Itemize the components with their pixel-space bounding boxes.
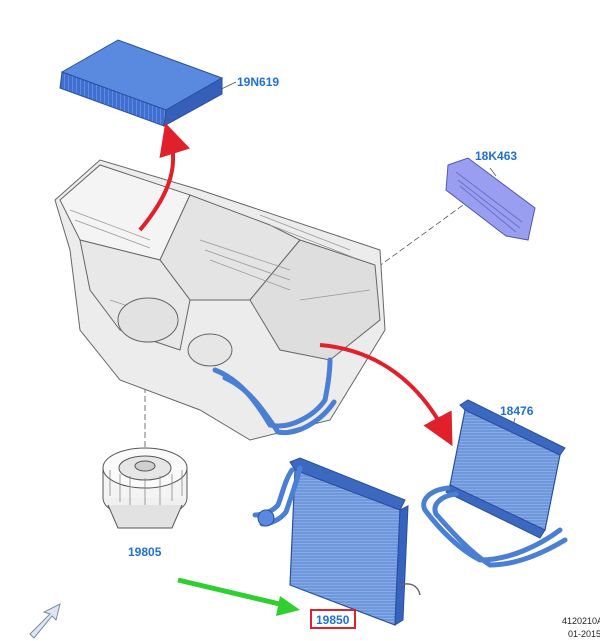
label-heater-core-bracket[interactable]: 18K463 bbox=[475, 149, 517, 163]
label-evaporator-core[interactable]: 19850 bbox=[316, 613, 350, 627]
blower-motor[interactable] bbox=[102, 447, 188, 529]
evaporator-core[interactable] bbox=[252, 457, 421, 626]
cabin-air-filter[interactable] bbox=[59, 39, 224, 127]
heater-core-bracket[interactable] bbox=[445, 157, 536, 241]
heater-core[interactable] bbox=[421, 399, 568, 568]
highlight-box bbox=[310, 609, 356, 629]
red-arrow-filter bbox=[138, 122, 191, 232]
green-arrow-evaporator bbox=[177, 577, 300, 616]
label-blower-motor[interactable]: 19805 bbox=[128, 545, 162, 559]
housing-pipes bbox=[212, 357, 337, 436]
orientation-arrow-icon bbox=[29, 603, 61, 639]
red-arrow-heater-core bbox=[319, 343, 453, 447]
hvac-housing bbox=[54, 159, 386, 441]
reference-date: 01-2015 bbox=[568, 629, 600, 639]
label-heater-core[interactable]: 18476 bbox=[500, 404, 534, 418]
label-cabin-filter[interactable]: 19N619 bbox=[237, 75, 279, 89]
reference-code: 4120210A bbox=[562, 616, 600, 626]
